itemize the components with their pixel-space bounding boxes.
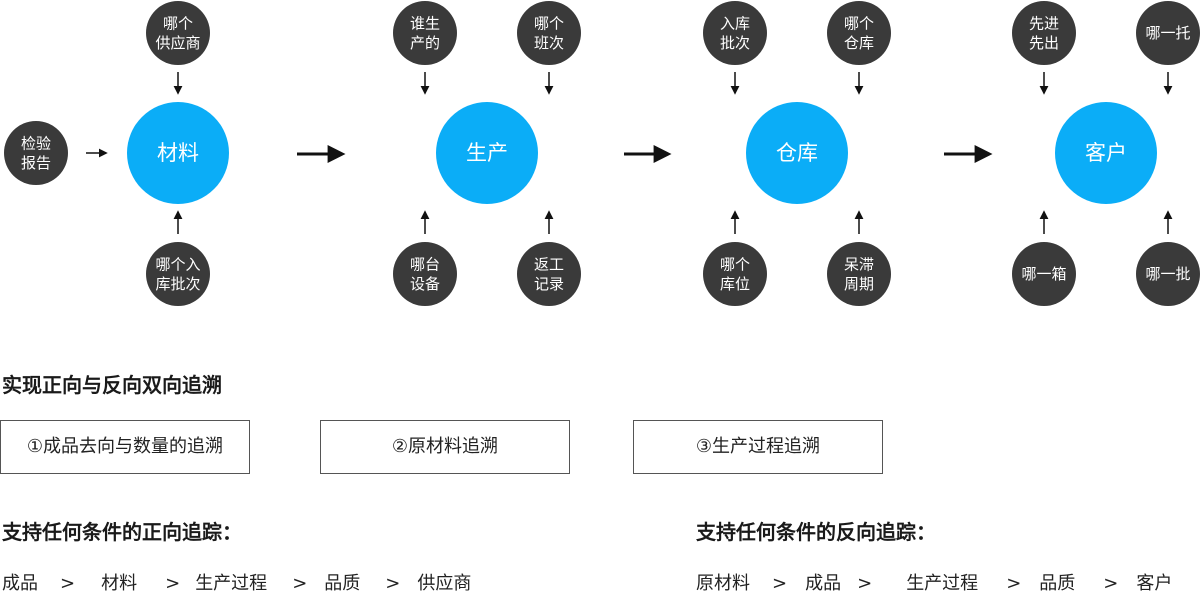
stage-node — [746, 102, 848, 204]
chain-separator: > — [292, 573, 308, 594]
attribute-node-label: 库位 — [720, 275, 750, 293]
traceability-flow-diagram: 材料哪个供应商哪个入库批次检验报告生产谁生产的哪个班次哪台设备返工记录仓库入库批… — [4, 1, 1200, 306]
trace-box-finished-goods: ①成品去向与数量的追溯 — [0, 420, 250, 474]
stage-node — [1055, 102, 1157, 204]
chain-separator: > — [385, 573, 401, 594]
attribute-node — [517, 1, 581, 65]
attribute-node-label: 仓库 — [844, 34, 874, 52]
chain-item: 品质 — [1039, 573, 1076, 594]
attribute-node-label: 产的 — [410, 34, 440, 52]
attribute-node-label: 报告 — [21, 154, 51, 172]
attribute-node-label: 供应商 — [155, 34, 200, 52]
attribute-node-label: 班次 — [534, 34, 564, 52]
chain-separator: > — [1006, 573, 1022, 594]
attribute-node-label: 设备 — [410, 275, 440, 293]
attribute-node-label: 库批次 — [155, 275, 200, 293]
attribute-node — [703, 1, 767, 65]
chain-item: 供应商 — [417, 573, 472, 594]
backward-trace-title: 支持任何条件的反向追踪： — [696, 520, 936, 544]
chain-item: 生产过程 — [195, 573, 268, 594]
chain-separator: > — [60, 573, 76, 594]
stage-node-label: 生产 — [466, 141, 508, 165]
stage-node-label: 材料 — [157, 141, 199, 165]
chain-item: 原材料 — [696, 573, 750, 594]
chain-item: 材料 — [101, 573, 138, 594]
forward-trace-chain: 成品 > 材料 > 生产过程 > 品质 > 供应商 — [2, 573, 471, 595]
chain-separator: > — [857, 573, 873, 594]
attribute-node — [1136, 242, 1200, 306]
attribute-node-label: 记录 — [534, 275, 564, 293]
attribute-node — [1136, 1, 1200, 65]
attribute-node-label: 先进 — [1029, 14, 1059, 32]
chain-separator: > — [165, 573, 181, 594]
attribute-node-label: 哪一批 — [1145, 265, 1190, 283]
attribute-node — [146, 1, 210, 65]
stage-node-label: 仓库 — [776, 141, 818, 165]
attribute-node — [827, 242, 891, 306]
stage-node — [436, 102, 538, 204]
chain-item: 品质 — [324, 573, 361, 594]
attribute-node — [517, 242, 581, 306]
attribute-node — [1012, 242, 1076, 306]
attribute-node-label: 哪个入 — [155, 255, 200, 273]
attribute-node-label: 哪一托 — [1145, 24, 1190, 42]
stage-node-label: 客户 — [1085, 141, 1127, 165]
chain-separator: > — [1103, 573, 1119, 594]
attribute-node — [146, 242, 210, 306]
attribute-node — [827, 1, 891, 65]
attribute-node-label: 批次 — [720, 34, 750, 52]
attribute-node-label: 检验 — [21, 134, 51, 152]
chain-item: 成品 — [805, 573, 842, 594]
backward-trace-chain: 原材料 > 成品 > 生产过程 > 品质 > 客户 — [696, 573, 1172, 595]
attribute-node — [393, 1, 457, 65]
attribute-node-label: 哪台 — [410, 255, 440, 273]
attribute-node-label: 呆滞 — [844, 255, 874, 273]
forward-trace-title: 支持任何条件的正向追踪： — [2, 520, 242, 544]
trace-box-production-process: ③生产过程追溯 — [633, 420, 883, 474]
chain-item: 生产过程 — [906, 573, 979, 594]
chain-item: 成品 — [2, 573, 38, 594]
attribute-node-label: 哪个 — [844, 14, 874, 32]
chain-item: 客户 — [1136, 573, 1173, 594]
attribute-node — [1012, 1, 1076, 65]
attribute-node-label: 哪个 — [534, 14, 564, 32]
chain-separator: > — [772, 573, 788, 594]
attribute-node-label: 哪个 — [163, 14, 193, 32]
attribute-node-label: 谁生 — [410, 14, 440, 32]
trace-box-raw-material: ②原材料追溯 — [320, 420, 570, 474]
attribute-node — [4, 121, 68, 185]
attribute-node-label: 返工 — [534, 255, 564, 273]
attribute-node-label: 哪一箱 — [1021, 265, 1066, 283]
attribute-node-label: 哪个 — [720, 255, 750, 273]
attribute-node — [393, 242, 457, 306]
bidirectional-trace-heading: 实现正向与反向双向追溯 — [2, 373, 222, 397]
attribute-node-label: 先出 — [1029, 34, 1059, 52]
stage-node — [127, 102, 229, 204]
attribute-node — [703, 242, 767, 306]
attribute-node-label: 周期 — [844, 275, 874, 293]
attribute-node-label: 入库 — [720, 14, 750, 32]
